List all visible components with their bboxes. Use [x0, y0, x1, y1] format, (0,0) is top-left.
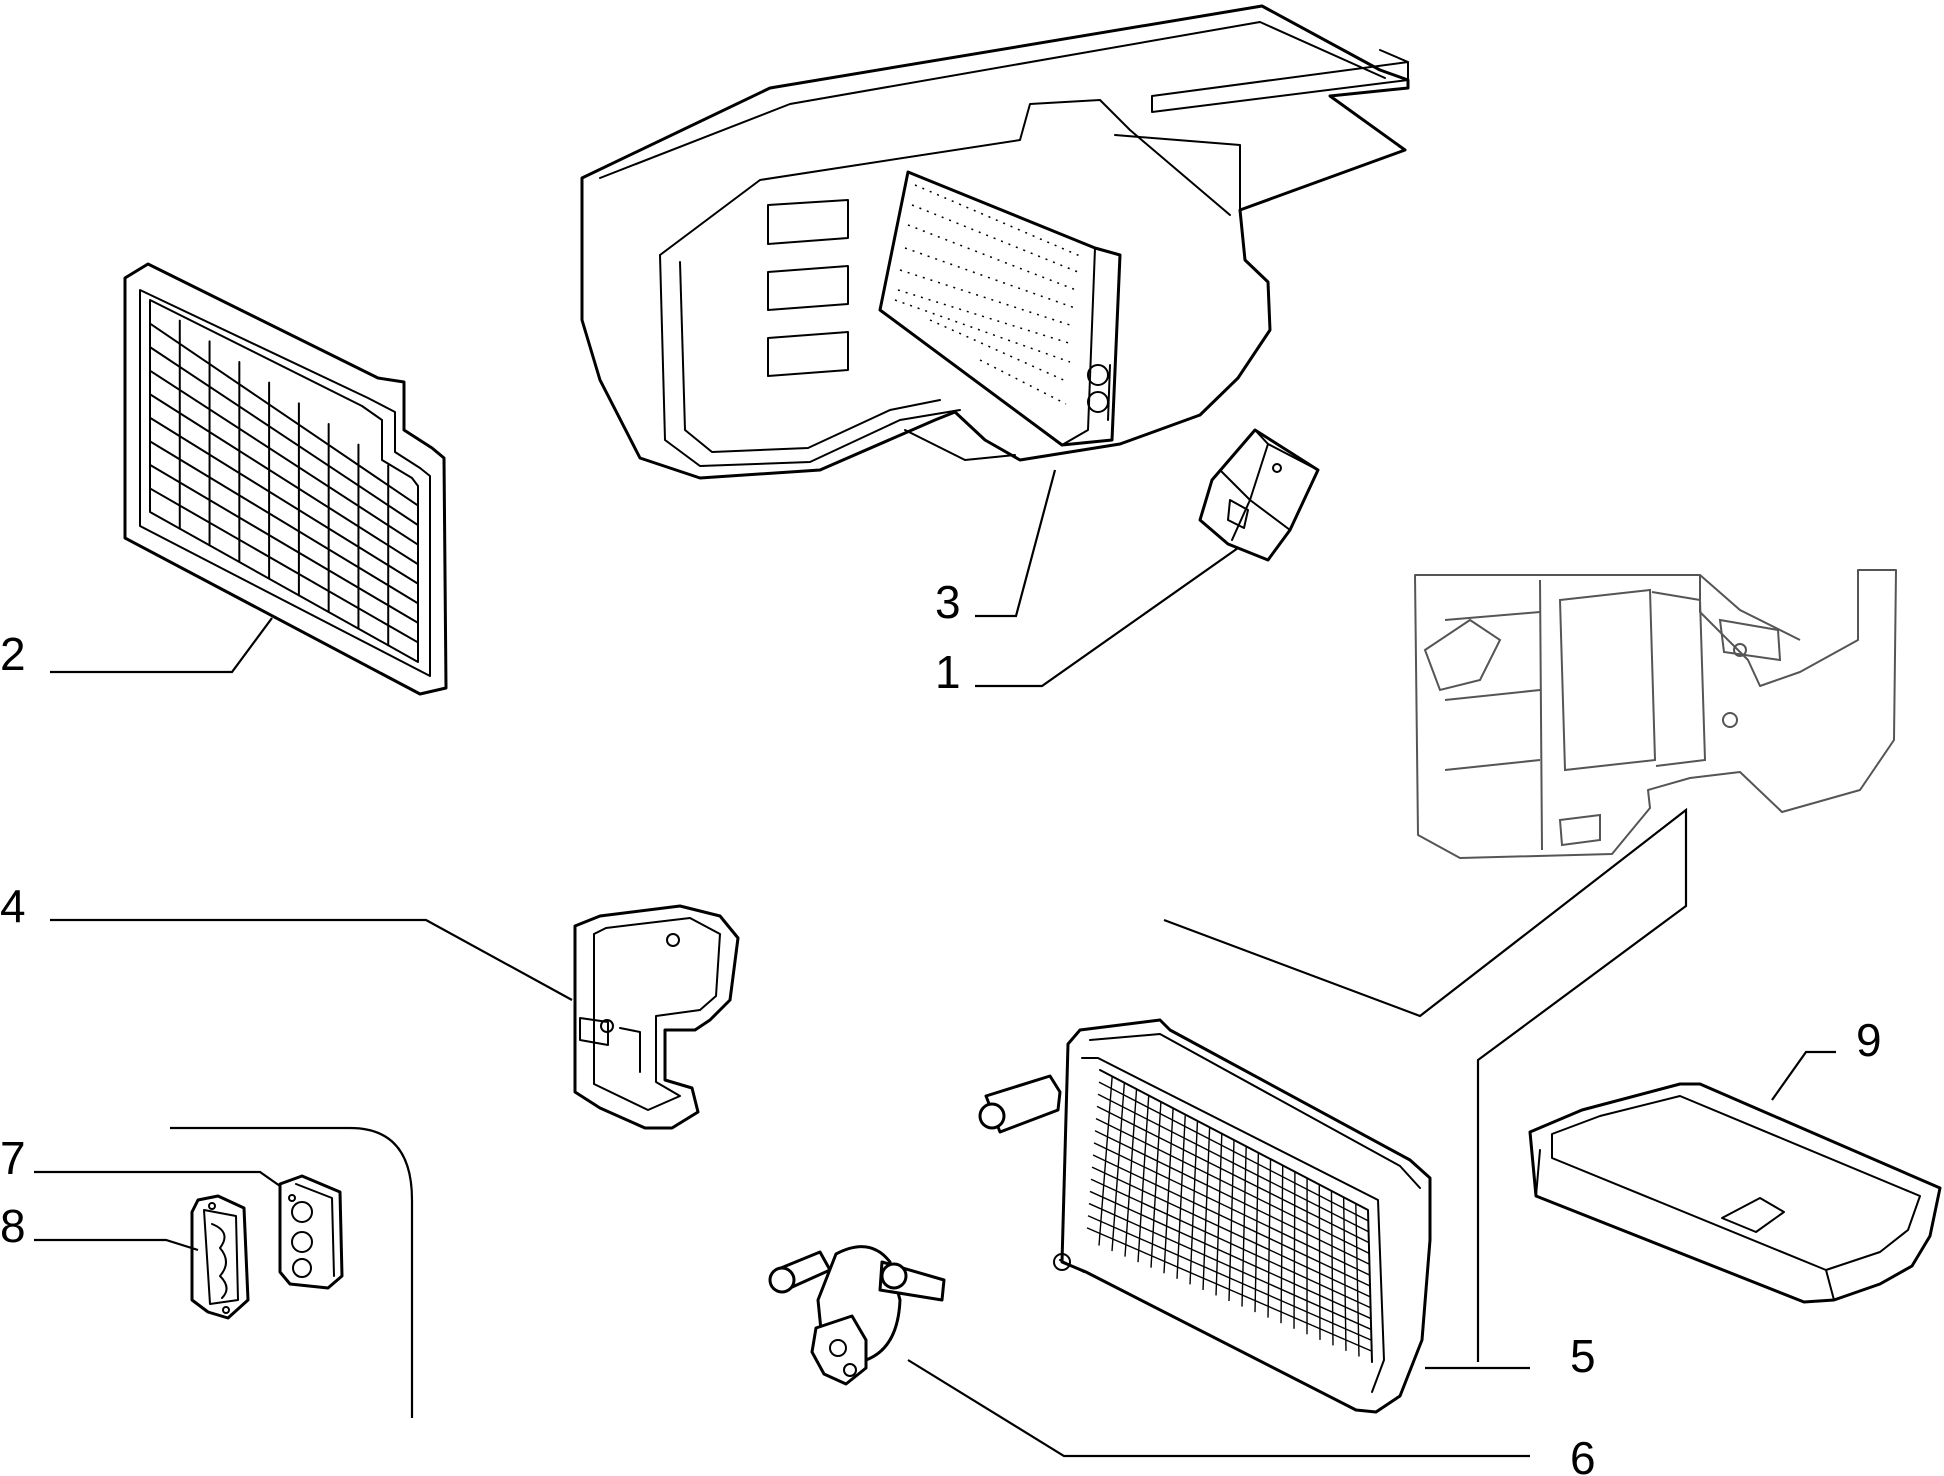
core-fin: [1093, 1142, 1371, 1276]
part-1-module: [1198, 428, 1320, 562]
grille-bar: [149, 369, 419, 546]
leader-5-heater-link: [1163, 807, 1688, 1362]
core-fin: [1086, 1227, 1372, 1352]
leader-8: [34, 1238, 199, 1252]
grille-bar: [149, 463, 419, 624]
grille-bar: [149, 440, 419, 605]
part-2-grille-frame: [123, 262, 448, 696]
grille-bar: [149, 416, 419, 585]
grille-bar: [149, 346, 419, 527]
core-fin: [1088, 1202, 1372, 1331]
leader-lines: [34, 469, 1836, 1458]
core-fin: [1089, 1190, 1372, 1320]
leader-2: [50, 617, 273, 674]
core-fin: [1087, 1215, 1372, 1341]
part-6-valve: [768, 1245, 946, 1386]
part-8-seal: [190, 1194, 250, 1320]
leader-3: [975, 469, 1057, 618]
ghost-heater-assembly: [1414, 569, 1897, 859]
core-fin: [1091, 1166, 1371, 1298]
callout-3: 3: [935, 576, 961, 628]
core-fin: [1096, 1105, 1370, 1244]
grille-mesh: [149, 319, 419, 647]
part-4-bracket: [573, 904, 740, 1130]
grille-bar: [149, 393, 419, 566]
callout-8: 8: [0, 1200, 26, 1252]
callout-7: 7: [0, 1132, 26, 1184]
heater-core-fins: [1086, 1076, 1372, 1357]
section-divider-line: [170, 1126, 414, 1418]
core-fin: [1094, 1130, 1370, 1265]
callout-labels: 1 2 3 4 5 6 7 8 9: [0, 576, 1882, 1476]
core-fin: [1092, 1154, 1371, 1287]
core-fin: [1095, 1117, 1370, 1255]
callout-9: 9: [1856, 1014, 1882, 1066]
leader-9: [1771, 1050, 1836, 1101]
callout-1: 1: [935, 646, 961, 698]
core-fin: [1098, 1081, 1369, 1222]
grille-bar: [149, 322, 419, 507]
core-fin: [1097, 1093, 1369, 1233]
leader-4: [50, 918, 573, 1001]
callout-2: 2: [0, 628, 26, 680]
leader-6: [907, 1359, 1530, 1458]
part-9-tray: [1528, 1082, 1942, 1304]
callout-6: 6: [1570, 1432, 1596, 1476]
part-5-heater-core: [978, 1018, 1432, 1414]
leader-7: [34, 1170, 281, 1187]
leader-1: [975, 547, 1239, 688]
callout-5: 5: [1570, 1330, 1596, 1382]
part-7-seal: [278, 1174, 344, 1290]
callout-4: 4: [0, 880, 26, 932]
grille-bar: [149, 487, 419, 644]
core-fin: [1090, 1178, 1371, 1309]
part-3-heater-housing: [580, 4, 1410, 480]
